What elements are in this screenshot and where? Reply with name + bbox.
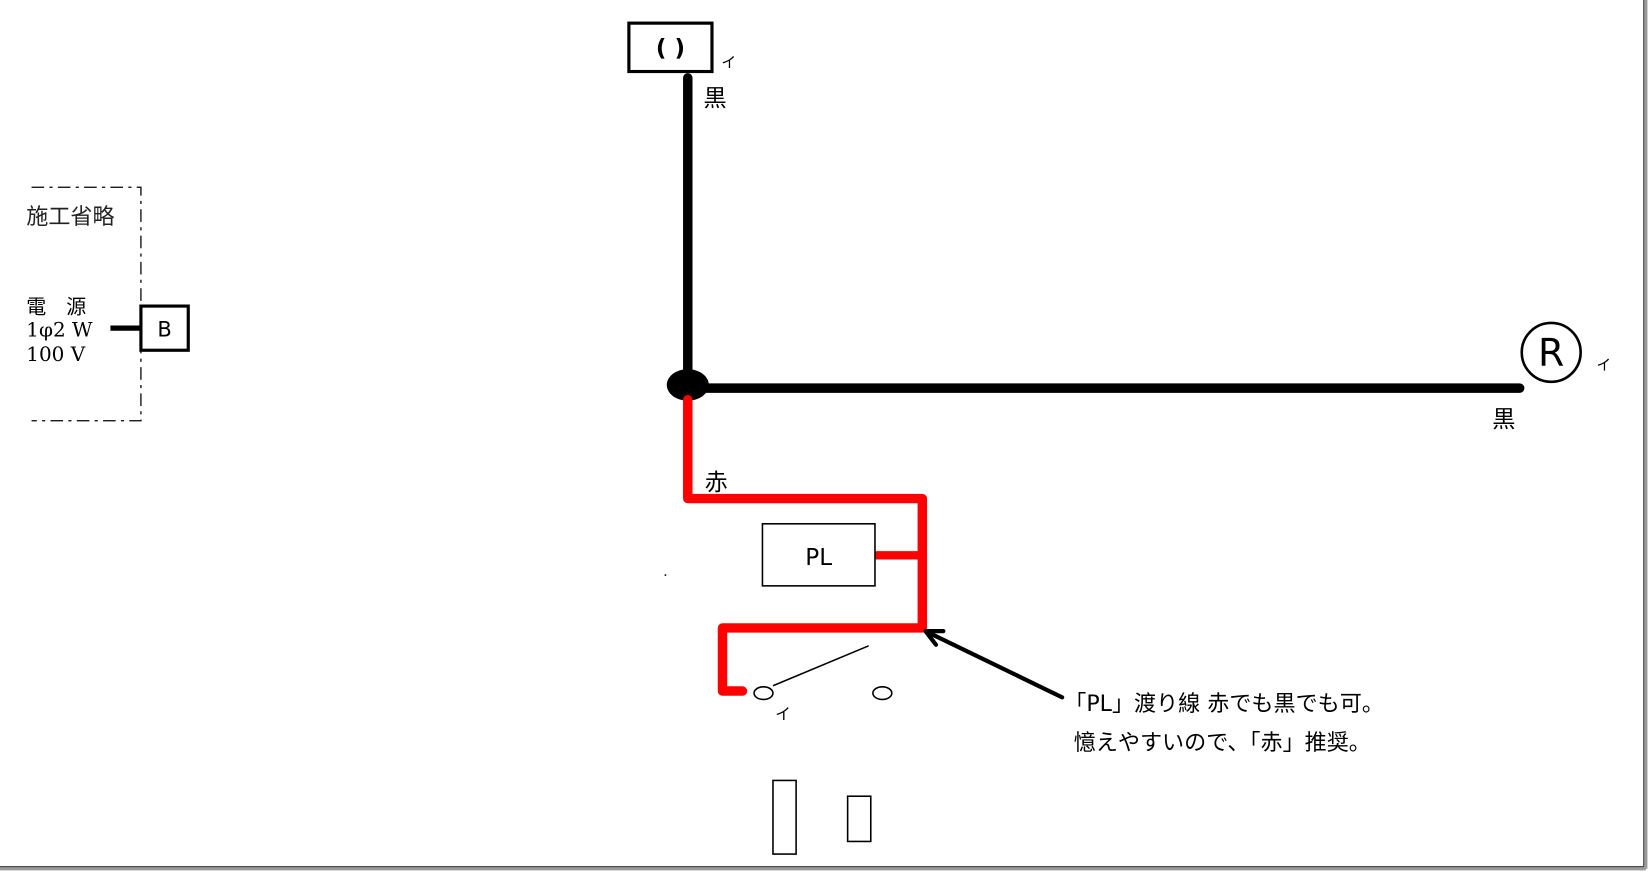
power-voltage-label: 100 V — [26, 342, 85, 366]
receptacle-symbol: R — [1538, 331, 1564, 375]
ceiling-light-box — [627, 21, 714, 74]
switch-mark: イ — [775, 704, 791, 723]
receptacle-circle — [1520, 321, 1582, 384]
receptacle-switch-mark: イ — [1596, 357, 1611, 374]
ceiling-light-symbol: ( ) — [656, 36, 685, 62]
junction-dot — [666, 369, 709, 401]
pilot-lamp-box — [761, 523, 876, 587]
breaker-box — [139, 304, 190, 352]
omitted-section-border — [31, 186, 142, 422]
red-wire-label: 赤 — [705, 470, 728, 496]
switch-terminal-right — [872, 686, 893, 701]
black-wire-label-right: 黒 — [1492, 407, 1515, 433]
ceiling-light-switch-mark: イ — [721, 54, 736, 71]
breaker-label: B — [157, 317, 171, 342]
omitted-label: 施工省略 — [26, 205, 114, 230]
stray-dot — [664, 574, 667, 576]
switch-lever — [772, 645, 869, 687]
outlet-slot-right — [846, 795, 872, 843]
annotation-arrow — [923, 628, 1065, 700]
outlet-slot-left — [772, 779, 797, 855]
red-wire — [683, 394, 928, 696]
switch-terminal-left — [753, 686, 774, 701]
pilot-lamp-label: PL — [805, 545, 832, 571]
annotation-line2: 憶えやすいので、「赤」推奨。 — [1074, 731, 1371, 756]
black-wire-label-top: 黒 — [704, 86, 727, 112]
power-label: 電 源 — [26, 294, 86, 318]
power-phase-label: 1φ2 W — [26, 318, 93, 342]
annotation-line1: 「PL」渡り線 赤でも黒でも可。 — [1064, 692, 1384, 717]
